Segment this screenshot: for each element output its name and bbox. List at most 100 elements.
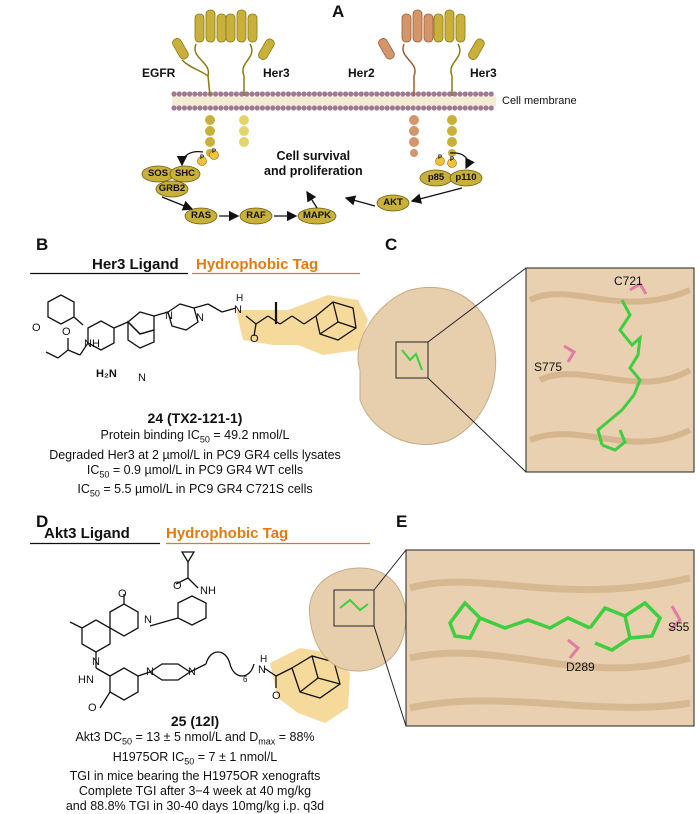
lipid-head (395, 105, 401, 111)
lipid-head (457, 91, 463, 97)
panel-d-label: D (36, 512, 49, 531)
compound-24-description: Protein binding IC50 = 49.2 nmol/L Degra… (10, 428, 380, 502)
ras-node (184, 207, 218, 225)
ligand-c (596, 299, 642, 452)
lipid-head (462, 91, 468, 97)
residue-sticks-e (567, 605, 682, 659)
lipid-head (197, 91, 203, 97)
lipid-head (181, 105, 187, 111)
lipid-head (337, 91, 343, 97)
lipid-head (327, 91, 333, 97)
lipid-head (410, 105, 416, 111)
receptor-label-egfr: EGFR (142, 66, 176, 80)
lipid-head (441, 105, 447, 111)
lipid-head (301, 91, 307, 97)
lipid-head (213, 91, 219, 97)
lipid-head (291, 105, 297, 111)
grb2-node (155, 180, 189, 198)
lipid-head (228, 91, 234, 97)
lipid-head (431, 105, 437, 111)
atom-nh-d: NH (200, 585, 216, 597)
lipid-head (244, 91, 250, 97)
akt3-docking-view (308, 549, 695, 727)
lipid-head (176, 105, 182, 111)
lipid-head (228, 105, 234, 111)
lipid-head (363, 91, 369, 97)
lipid-head (254, 91, 260, 97)
atom-h2n: H₂N (96, 368, 117, 380)
lipid-head (213, 105, 219, 111)
atom-hn-d: HN (78, 674, 94, 686)
desc-b-line-4: IC50 = 5.5 µmol/L in PC9 GR4 C721S cells (77, 482, 313, 499)
lipid-head (369, 105, 375, 111)
akt3-ligand-header: Akt3 Ligand (44, 525, 130, 542)
panel-c-label: C (385, 235, 398, 254)
sos-label: SOS (147, 168, 169, 179)
panel-a-label: A (332, 2, 345, 21)
lipid-head (249, 91, 255, 97)
lipid-head (415, 105, 421, 111)
lipid-head (285, 91, 291, 97)
atom-n-lactam: N (144, 614, 152, 626)
atom-h-amide: H (236, 293, 244, 304)
lipid-head (317, 91, 323, 97)
protein-surface-e (308, 567, 407, 672)
lipid-head (202, 91, 208, 97)
lipid-head (358, 105, 364, 111)
lipid-head (280, 91, 286, 97)
lipid-head (171, 91, 177, 97)
atom-o-lactam: O (118, 588, 127, 600)
lipid-head (400, 105, 406, 111)
lipid-head (259, 91, 265, 97)
lipid-head (415, 91, 421, 97)
lipid-head (488, 105, 494, 111)
lipid-head (187, 91, 193, 97)
lipid-head (291, 91, 297, 97)
atom-n-pyrazole: N (165, 310, 173, 322)
lipid-head (473, 91, 479, 97)
atom-o-1: O (32, 322, 41, 334)
pathway-arrows (161, 150, 475, 222)
lipid-head (405, 91, 411, 97)
lipid-head (436, 105, 442, 111)
lipid-head (218, 91, 224, 97)
lipid-head (363, 105, 369, 111)
atom-nh: NH (84, 338, 100, 350)
raf-label: RAF (246, 210, 266, 221)
mapk-label: MAPK (303, 210, 331, 221)
lipid-head (239, 105, 245, 111)
lipid-head (421, 91, 427, 97)
lipid-head (239, 91, 245, 97)
lipid-head (457, 105, 463, 111)
lipid-head (306, 91, 312, 97)
lipid-head (337, 105, 343, 111)
panel-b-label: B (36, 235, 49, 254)
header-underline-d (30, 542, 370, 545)
lipid-head (353, 91, 359, 97)
lipid-head (223, 91, 229, 97)
lipid-head (467, 105, 473, 111)
lipid-head (181, 91, 187, 97)
compound-24-name: 24 (TX2-121-1) (147, 410, 243, 426)
receptor-label-her3-left: Her3 (263, 66, 290, 80)
pathway-nodes (141, 165, 483, 225)
lipid-head (343, 91, 349, 97)
lipid-head (467, 91, 473, 97)
cell-membrane-label: Cell membrane (502, 95, 577, 107)
lipid-head (171, 105, 177, 111)
lipid-head (389, 91, 395, 97)
lipid-head (462, 105, 468, 111)
akt-label: AKT (383, 197, 403, 208)
lipid-head (244, 105, 250, 111)
lipid-head (405, 105, 411, 111)
lipid-head (249, 105, 255, 111)
p85-label: p85 (427, 172, 445, 183)
atom-n-amide-d: N (258, 664, 266, 676)
lipid-head (327, 105, 333, 111)
lipid-head (285, 105, 291, 111)
lipid-head (311, 91, 317, 97)
phospho-label-1: P (199, 155, 204, 161)
lipid-head (488, 91, 494, 97)
atom-n-pyrimidine: N (138, 372, 146, 384)
